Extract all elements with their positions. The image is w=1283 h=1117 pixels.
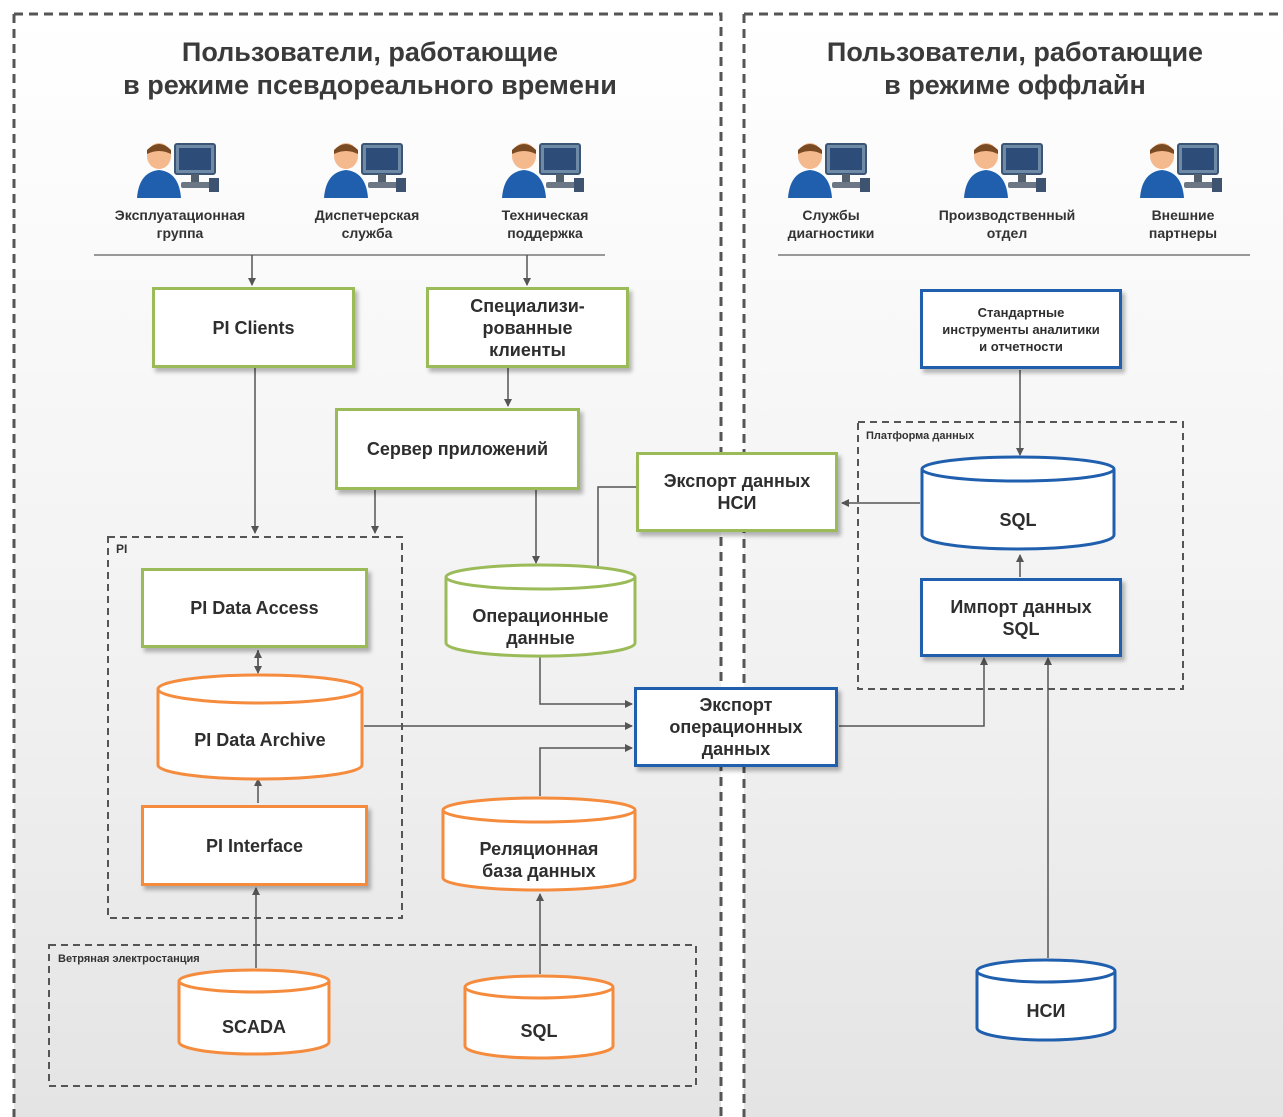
user-label-line: группа — [156, 225, 204, 241]
cylinder-label: PI Data Archive — [194, 730, 326, 750]
user-label-line: Техническая — [501, 207, 589, 223]
cylinder-label: НСИ — [1026, 1001, 1066, 1021]
cylinder-label-line: база данных — [482, 861, 596, 881]
user-at-computer-icon — [324, 143, 406, 198]
user-label: Производственный отдел — [932, 206, 1082, 242]
user-at-computer-icon — [1140, 143, 1222, 198]
user-label-line: Эксплуатационная — [114, 207, 246, 223]
user-label: Техническая поддержка — [470, 206, 620, 242]
right-panel-title: Пользователи, работающие в режиме оффлай… — [770, 36, 1260, 102]
cylinder-label-line: Реляционная — [479, 839, 599, 859]
box-label: PI Data Access — [190, 598, 319, 618]
app-server-box: Сервер приложений — [335, 408, 580, 490]
cylinder-label: SQL — [520, 1021, 558, 1041]
title-line: в режиме псевдореального времени — [123, 70, 617, 100]
user-at-computer-icon — [964, 143, 1046, 198]
database-icon — [177, 968, 331, 1056]
special-clients-box: Специализи- рованные клиенты — [426, 287, 629, 368]
database-icon — [444, 563, 637, 658]
user-operations-group: Эксплуатационная группа — [105, 140, 255, 242]
title-line: Пользователи, работающие — [826, 37, 1204, 67]
user-at-computer-icon — [788, 143, 870, 198]
box-label-line: операционных — [669, 717, 803, 737]
user-external-partners: Внешние партнеры — [1108, 140, 1258, 242]
std-tools-box: Стандартные инструменты аналитики и отче… — [920, 289, 1122, 369]
box-label: Сервер приложений — [366, 439, 549, 459]
platform-group-label: Платформа данных — [866, 430, 975, 442]
cylinder-label-line: данные — [506, 628, 575, 648]
box-label-line: рованные — [482, 317, 573, 338]
title-line: Пользователи, работающие — [181, 37, 559, 67]
cylinder-label: SQL — [999, 510, 1037, 530]
user-at-computer-icon — [502, 143, 584, 198]
box-label-line: клиенты — [489, 339, 566, 360]
left-panel-title: Пользователи, работающие в режиме псевдо… — [60, 36, 680, 102]
box-label-line: Стандартные — [977, 304, 1065, 320]
sql-platform-cylinder: SQL — [920, 455, 1116, 551]
import-sql-box: Импорт данных SQL — [920, 578, 1122, 657]
user-label-line: Производственный — [938, 207, 1076, 223]
box-label-line: и отчетности — [979, 338, 1063, 354]
scada-cylinder: SCADA — [177, 968, 331, 1056]
user-production-dept: Производственный отдел — [932, 140, 1082, 242]
box-label: PI Clients — [212, 317, 295, 338]
box-label-line: Специализи- — [470, 295, 585, 316]
box-label-line: НСИ — [717, 493, 757, 513]
box-label-line: данных — [701, 739, 771, 759]
database-icon — [920, 455, 1116, 551]
export-nsi-box: Экспорт данных НСИ — [636, 452, 838, 532]
user-at-computer-icon — [137, 143, 219, 198]
export-ops-box: Экспорт операционных данных — [634, 687, 838, 767]
wind-group-label: Ветряная электростанция — [58, 953, 200, 965]
database-icon — [975, 958, 1117, 1042]
user-diagnostics: Службы диагностики — [756, 140, 906, 242]
user-label-line: партнеры — [1148, 225, 1218, 241]
box-label-line: Импорт данных — [950, 596, 1092, 617]
user-label: Эксплуатационная группа — [105, 206, 255, 242]
pi-data-access-box: PI Data Access — [141, 568, 368, 648]
box-label-line: SQL — [1002, 618, 1040, 639]
database-icon — [463, 974, 615, 1060]
box-label-line: инструменты аналитики — [942, 321, 1100, 337]
cylinder-label: SCADA — [221, 1017, 286, 1037]
user-label-line: Диспетчерская — [314, 207, 420, 223]
user-label-line: служба — [341, 225, 393, 241]
user-label: Службы диагностики — [756, 206, 906, 242]
box-label-line: Экспорт данных — [663, 471, 811, 491]
rel-db-cylinder: Реляционная база данных — [441, 796, 637, 892]
sql-wind-cylinder: SQL — [463, 974, 615, 1060]
pi-group-label: PI — [116, 542, 128, 556]
user-tech-support: Техническая поддержка — [470, 140, 620, 242]
user-label-line: Службы — [802, 207, 860, 223]
ops-data-cylinder: Операционные данные — [444, 563, 637, 658]
pi-clients-box: PI Clients — [152, 287, 355, 368]
cylinder-label-line: Операционные — [472, 606, 609, 626]
nsi-cylinder: НСИ — [975, 958, 1117, 1042]
user-label-line: отдел — [986, 225, 1028, 241]
user-label-line: поддержка — [507, 225, 583, 241]
user-label: Внешние партнеры — [1108, 206, 1258, 242]
user-label-line: диагностики — [787, 225, 875, 241]
pi-data-archive-cylinder: PI Data Archive — [156, 673, 364, 781]
user-dispatch-service: Диспетчерская служба — [292, 140, 442, 242]
user-label-line: Внешние — [1151, 207, 1215, 223]
box-label-line: Экспорт — [699, 695, 773, 715]
pi-interface-box: PI Interface — [141, 805, 368, 886]
database-icon — [441, 796, 637, 892]
box-label: PI Interface — [205, 835, 304, 856]
user-label: Диспетчерская служба — [292, 206, 442, 242]
title-line: в режиме оффлайн — [884, 70, 1146, 100]
database-icon — [156, 673, 364, 781]
